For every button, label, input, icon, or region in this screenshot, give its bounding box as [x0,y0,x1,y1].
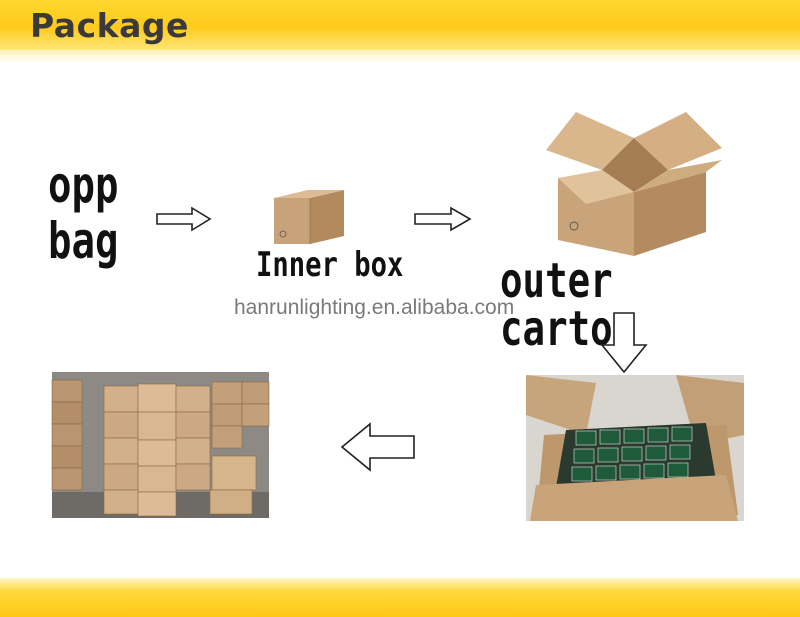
arrow-right-icon [156,206,212,232]
arrow-right-icon [414,206,472,232]
warehouse-cartons-photo [51,372,270,518]
outer-carton-label: outer carton [500,253,636,357]
outer-carton-image [546,112,722,256]
watermark-text: hanrunlighting.en.alibaba.com [234,296,515,319]
arrow-down-icon [600,312,648,374]
arrow-left-icon [340,422,415,472]
packed-carton-photo [526,375,744,521]
recycle-icon [279,230,287,238]
header-bar: Package [0,0,800,50]
recycle-icon [569,221,579,231]
inner-box-image [274,190,344,244]
opp-bag-label-line1: opp [48,156,119,214]
header-fade [0,50,800,64]
opp-bag-label-line2: bag [48,212,119,270]
page-title: Package [30,6,189,45]
inner-box-label: Inner box [256,245,404,285]
footer-bar [0,578,800,617]
